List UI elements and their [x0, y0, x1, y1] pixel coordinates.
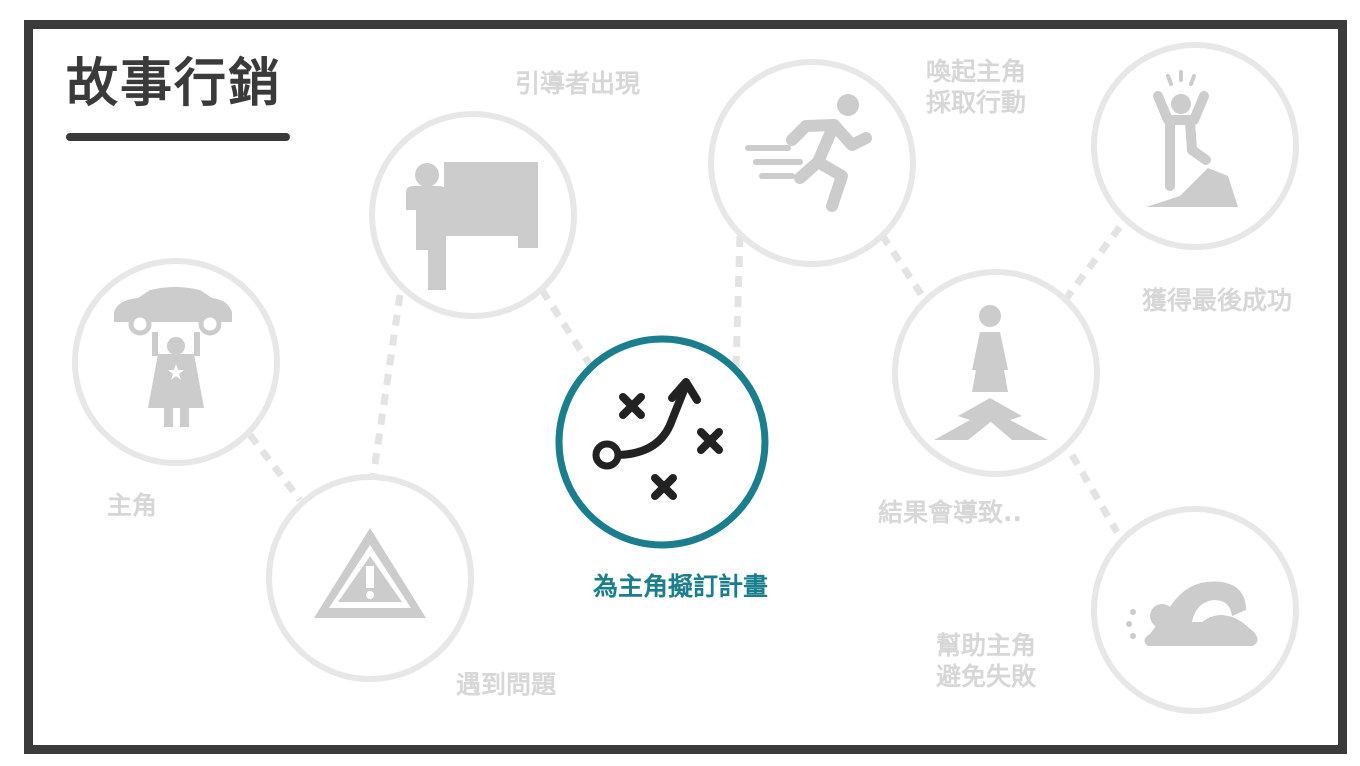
label-problem: 遇到問題	[456, 670, 557, 699]
connector-result-success	[1062, 217, 1128, 303]
label-failure-line-2: 避免失敗	[936, 662, 1037, 692]
slide-title: 故事行銷	[66, 54, 283, 114]
running-person-icon	[745, 94, 872, 212]
label-action-line-2: 採取行動	[926, 88, 1027, 118]
crossroads-person-icon	[934, 305, 1048, 440]
connector-guide-problem	[369, 294, 404, 479]
title-underline	[66, 133, 290, 141]
warning-triangle-icon	[314, 528, 426, 618]
presenter-board-icon	[406, 162, 538, 290]
label-result: 結果會導致..	[878, 498, 1022, 527]
label-guide: 引導者出現	[515, 69, 641, 98]
label-hero: 主角	[107, 491, 158, 520]
strategy-play-icon	[592, 378, 723, 500]
connector-action-plan	[732, 235, 744, 369]
connectors	[247, 217, 1128, 534]
connector-hero-problem	[247, 432, 303, 503]
connector-result-failure	[1068, 453, 1121, 534]
label-failure: 幫助主角 避免失敗	[936, 630, 1036, 693]
label-plan: 為主角擬訂計畫	[593, 572, 769, 601]
label-success: 獲得最後成功	[1142, 286, 1293, 315]
label-failure-line-1: 幫助主角	[936, 631, 1037, 660]
cheering-summit-icon	[1146, 70, 1238, 207]
superhero-lifting-car-icon	[114, 287, 232, 427]
label-action: 喚起主角 採取行動	[926, 56, 1026, 119]
defeated-person-icon	[1126, 581, 1258, 646]
connector-action-result	[879, 233, 928, 302]
connector-guide-plan	[539, 288, 593, 367]
label-action-line-1: 喚起主角	[926, 57, 1027, 86]
